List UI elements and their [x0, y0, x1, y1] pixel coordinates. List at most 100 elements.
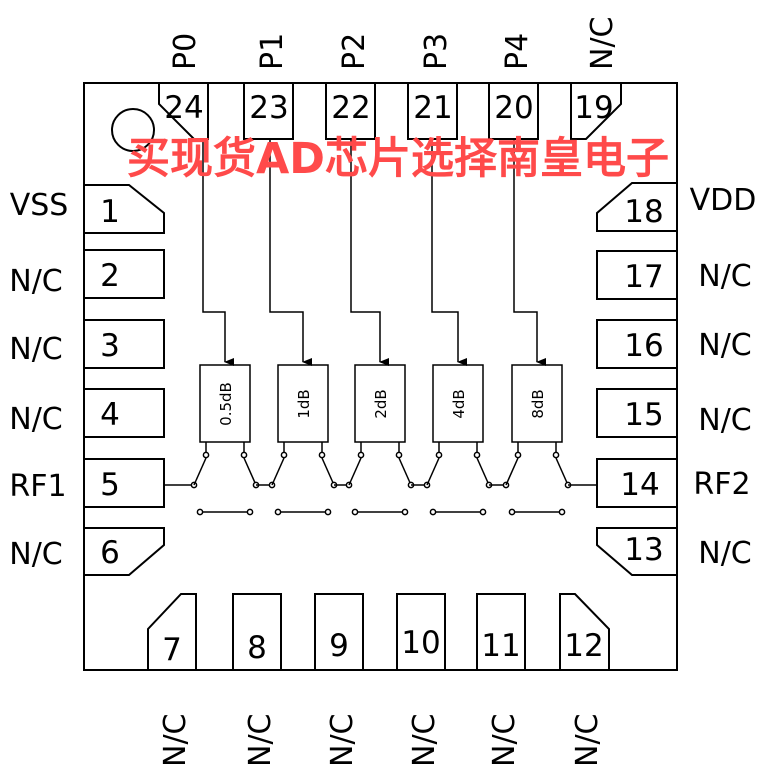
switch-contact	[318, 451, 326, 459]
attenuator-label: 8dB	[529, 389, 547, 418]
pin-number: 18	[624, 194, 663, 230]
attenuator-blocks: 0.5dB 1dB 2dB 4dB 8dB	[199, 364, 563, 443]
pin-label: N/C	[325, 714, 360, 768]
top-pins: 24 P0 23 P1 22 P2 21 P3 20 P4 19 N/C	[158, 17, 622, 140]
pin-label: N/C	[158, 714, 193, 768]
pin-number: 13	[624, 532, 663, 568]
switch-arm	[476, 457, 490, 486]
control-line-p3	[431, 139, 467, 366]
switch-contact	[514, 451, 522, 459]
switch-contact	[435, 451, 443, 459]
switch-contact	[357, 451, 365, 459]
pin-number: 16	[624, 328, 663, 364]
attenuator-2db: 2dB	[354, 364, 406, 443]
pin-number: 8	[247, 630, 267, 666]
attenuator-label: 2dB	[372, 389, 390, 418]
pin-number: 2	[100, 258, 120, 294]
switch-contact	[202, 451, 210, 459]
bypass-contact	[479, 508, 487, 516]
pin-label: N/C	[243, 714, 278, 768]
switch-contact	[280, 451, 288, 459]
pin-number: 11	[481, 628, 520, 664]
attenuator-0-5db: 0.5dB	[199, 364, 251, 443]
attenuator-1db: 1dB	[277, 364, 329, 443]
attenuator-label: 4dB	[450, 389, 468, 418]
rf-switch-network	[164, 442, 597, 516]
switch-arm	[321, 457, 335, 486]
pin-14: 14 RF2	[596, 458, 751, 508]
pin-label: N/C	[570, 714, 605, 768]
switch-arm	[398, 457, 412, 486]
pin-label: VSS	[10, 188, 69, 223]
pin-label: N/C	[698, 536, 752, 571]
pin-20: 20 P4	[488, 33, 539, 140]
bypass-contact	[324, 508, 332, 516]
pin-number: 17	[624, 259, 663, 295]
attenuator-label: 1dB	[295, 389, 313, 418]
pin-label: VDD	[690, 183, 757, 218]
switch-contact	[552, 451, 560, 459]
pin-number: 15	[624, 397, 663, 433]
bypass-contact	[401, 508, 409, 516]
switch-arm	[555, 457, 569, 486]
attenuator-label: 0.5dB	[217, 382, 235, 426]
pin-1: 1 VSS	[10, 184, 165, 234]
pin-label: P0	[168, 33, 203, 70]
pin-22: 22 P2	[325, 33, 376, 140]
bypass-contact	[351, 508, 359, 516]
pin-16: 16 N/C	[596, 319, 752, 369]
pin-label: N/C	[698, 259, 752, 294]
pin-18: 18 VDD	[596, 182, 757, 232]
pin-4: 4 N/C	[9, 388, 165, 438]
switch-contact	[240, 451, 248, 459]
pin-label: N/C	[698, 328, 752, 363]
pin-number: 1	[100, 194, 120, 230]
pin-number: 21	[413, 90, 452, 126]
pin-13: 13 N/C	[596, 527, 752, 576]
pin-label: N/C	[9, 332, 63, 367]
pin-21: 21 P3	[407, 33, 458, 140]
left-pins: 1 VSS 2 N/C 3 N/C 4 N/C 5 RF1 6 N/C	[9, 184, 165, 576]
package-body	[83, 82, 678, 671]
bypass-contact	[274, 508, 282, 516]
pin-label: N/C	[9, 537, 63, 572]
switch-arm	[271, 457, 285, 486]
control-line-p0	[202, 139, 234, 366]
pin-number: 3	[100, 328, 120, 364]
bottom-pins: 7 N/C 8 N/C 9 N/C 10 N/C 11 N/C 12 N/C	[147, 593, 610, 768]
switch-contact	[473, 451, 481, 459]
right-pins: 18 VDD 17 N/C 16 N/C 15 N/C 14 RF2 13 N/…	[596, 182, 757, 576]
pin-2: 2 N/C	[9, 249, 165, 299]
pin-number: 22	[331, 90, 370, 126]
pin-label: N/C	[9, 402, 63, 437]
pin-6: 6 N/C	[9, 527, 165, 576]
pin-label: RF1	[9, 469, 66, 504]
switch-arm	[505, 457, 519, 486]
pin-number: 7	[162, 632, 182, 668]
pin-7: 7 N/C	[147, 593, 197, 768]
control-line-p1	[269, 139, 312, 366]
pin-11: 11 N/C	[476, 593, 526, 768]
switch-arm	[348, 457, 362, 486]
pin-label: N/C	[585, 17, 620, 71]
pin-8: 8 N/C	[232, 593, 282, 768]
pin-label: N/C	[9, 264, 63, 299]
pin-3: 3 N/C	[9, 319, 165, 369]
bypass-contact	[246, 508, 254, 516]
switch-arm	[193, 457, 207, 486]
pin-number: 5	[100, 467, 120, 503]
pin-number: 12	[564, 628, 603, 664]
pin-24: 24 P0	[158, 33, 209, 140]
pin-17: 17 N/C	[596, 250, 752, 300]
switch-contact	[395, 451, 403, 459]
pin-label: N/C	[487, 714, 522, 768]
pin-number: 23	[249, 90, 288, 126]
pin-label: RF2	[693, 467, 750, 502]
pin-label: N/C	[407, 714, 442, 768]
pin-label: P1	[255, 33, 290, 70]
pin-19: 19 N/C	[570, 17, 622, 140]
pin-number: 4	[100, 397, 120, 433]
bypass-contact	[558, 508, 566, 516]
pin1-marker	[111, 108, 155, 152]
